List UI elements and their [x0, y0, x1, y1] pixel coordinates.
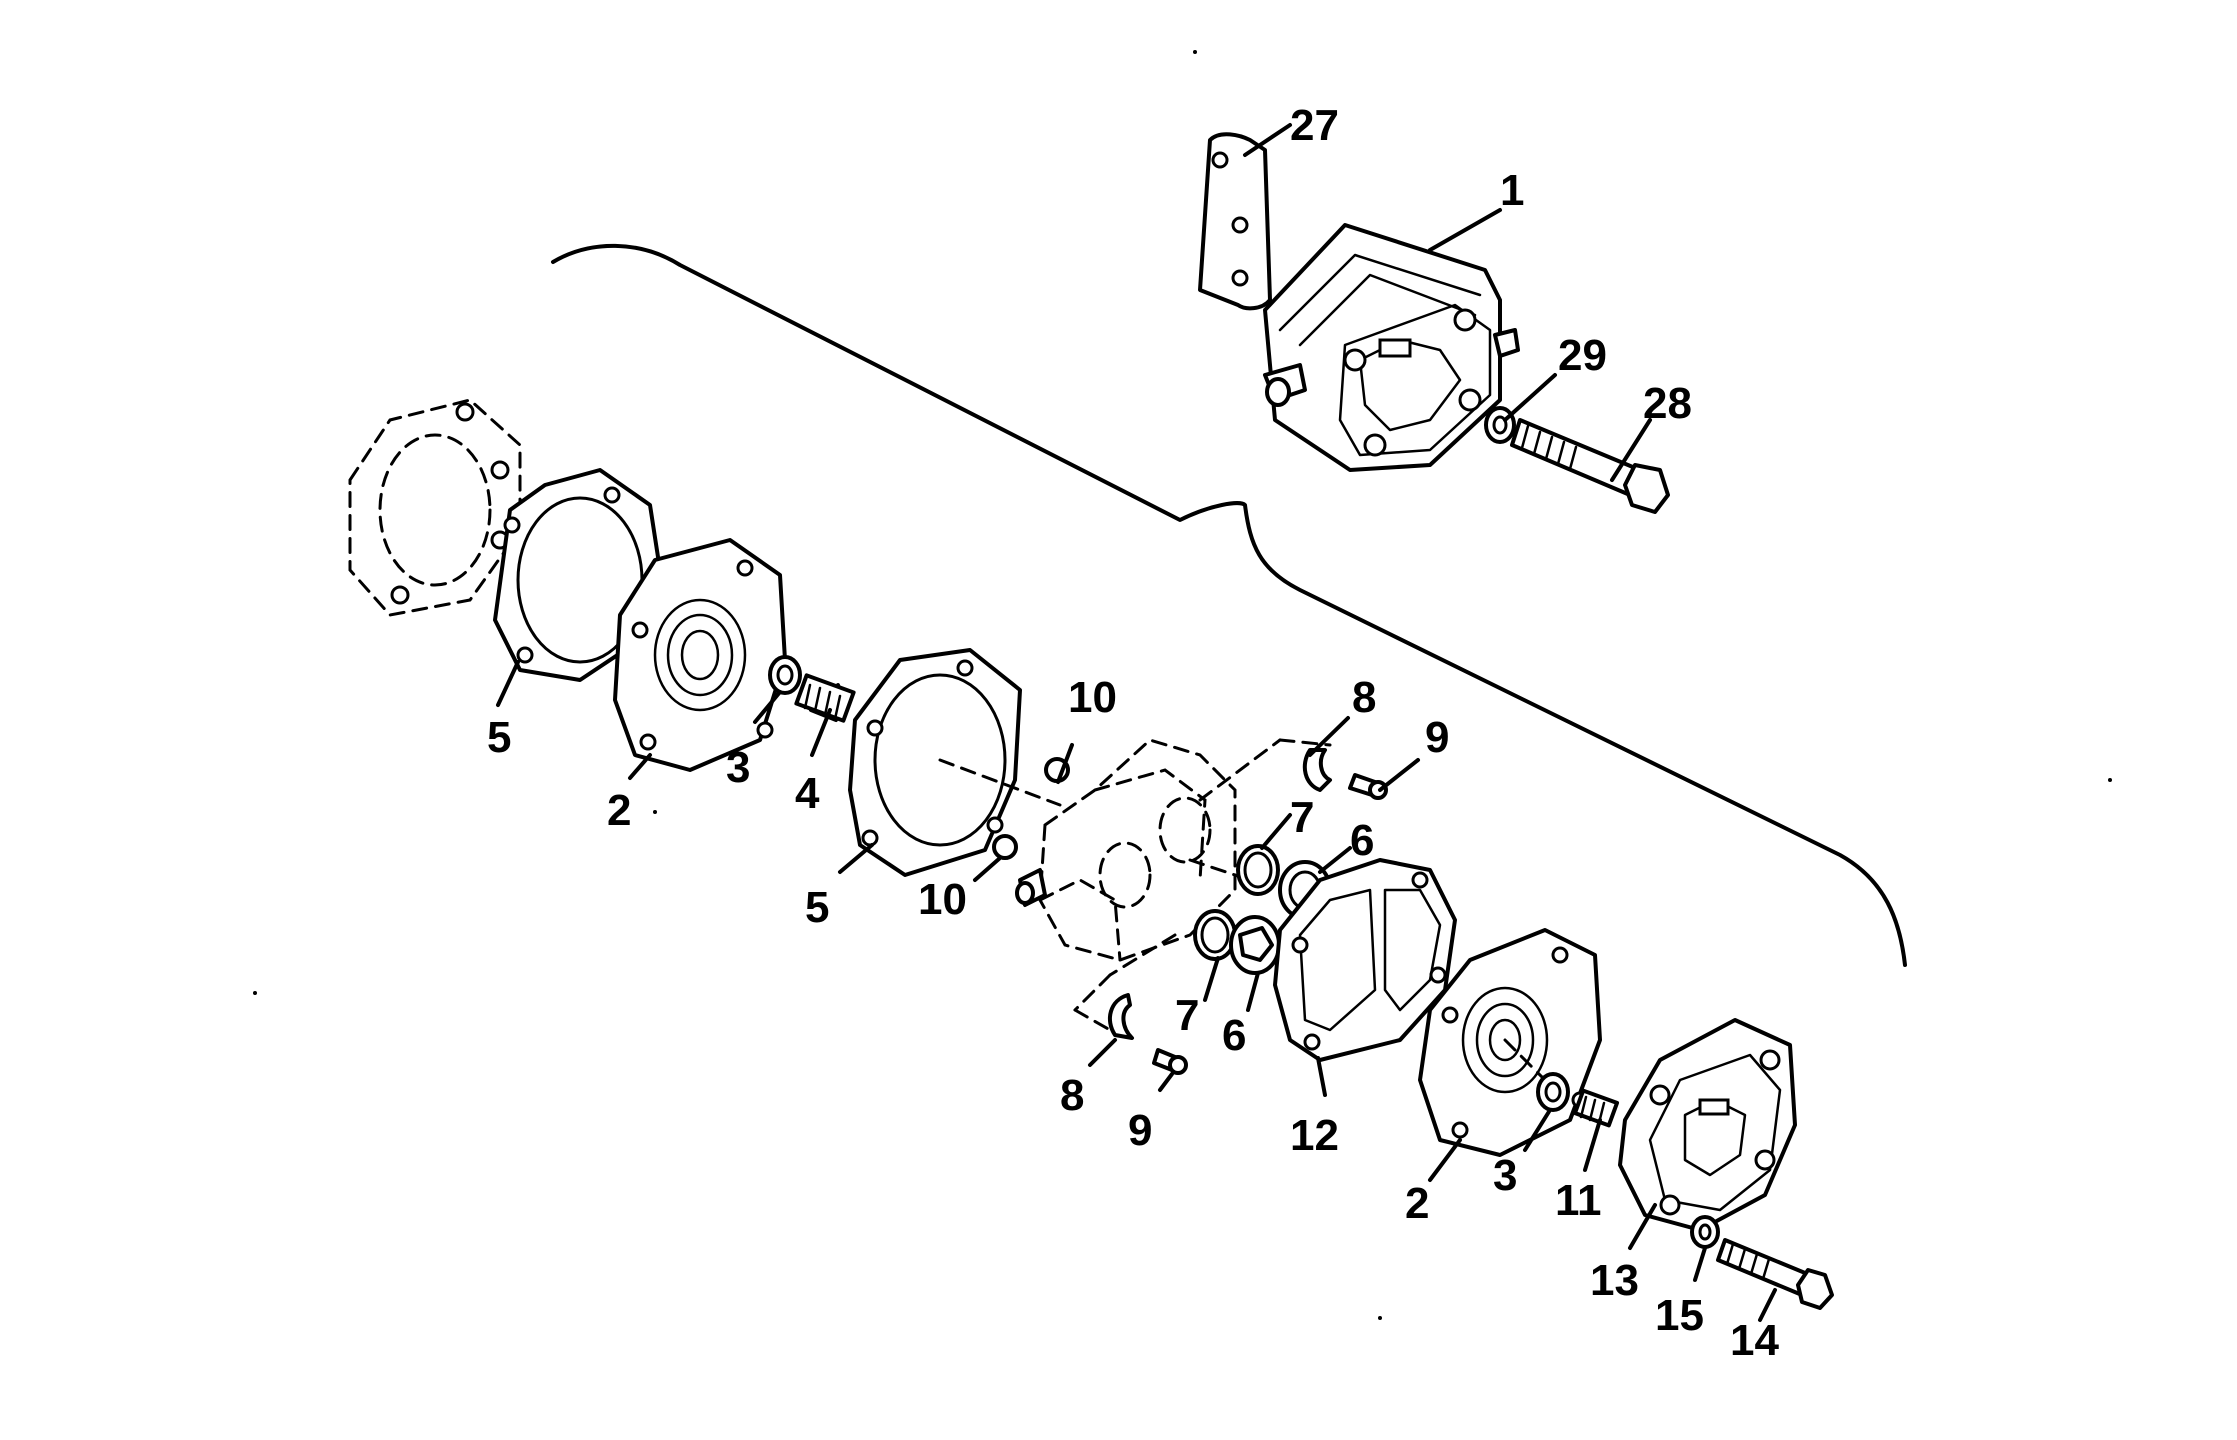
cover-13 — [1618, 1018, 1797, 1232]
pump-body — [1015, 738, 1237, 962]
callout-2a: 2 — [607, 786, 631, 835]
callout-8b: 8 — [1060, 1071, 1084, 1120]
spring-4 — [794, 673, 856, 723]
leader-lines — [496, 123, 1777, 1322]
callout-5a: 5 — [487, 713, 511, 762]
callout-5b: 5 — [805, 883, 829, 932]
callout-7a: 7 — [1290, 793, 1314, 842]
callout-28: 28 — [1643, 379, 1692, 428]
callout-13: 13 — [1590, 1256, 1639, 1305]
callout-14: 14 — [1730, 1316, 1779, 1365]
callout-3b: 3 — [1493, 1151, 1517, 1200]
callout-29: 29 — [1558, 331, 1607, 380]
callout-11: 11 — [1555, 1176, 1602, 1225]
callout-10a: 10 — [1068, 673, 1117, 722]
callout-2b: 2 — [1405, 1179, 1429, 1228]
clip-8a — [1302, 748, 1332, 792]
callout-10b: 10 — [918, 875, 967, 924]
spring-11 — [1572, 1088, 1620, 1128]
clip-8b — [1107, 993, 1134, 1040]
callout-6a: 6 — [1350, 816, 1374, 865]
assembled-fuel-pump — [1263, 223, 1520, 472]
callout-3a: 3 — [726, 743, 750, 792]
callout-6b: 6 — [1222, 1011, 1246, 1060]
callout-4: 4 — [795, 769, 820, 818]
callout-9a: 9 — [1425, 713, 1449, 762]
callout-27: 27 — [1290, 101, 1339, 150]
callout-15: 15 — [1655, 1291, 1704, 1340]
bolt-14 — [1716, 1238, 1834, 1310]
nut-10b — [992, 834, 1018, 860]
callout-8a: 8 — [1352, 673, 1376, 722]
phantom-cover — [348, 398, 522, 617]
callout-7b: 7 — [1175, 991, 1199, 1040]
kit-brace — [551, 243, 1907, 967]
callout-9b: 9 — [1128, 1106, 1152, 1155]
callout-1: 1 — [1500, 166, 1524, 215]
callout-12: 12 — [1290, 1111, 1339, 1160]
bolt-28 — [1510, 418, 1670, 514]
